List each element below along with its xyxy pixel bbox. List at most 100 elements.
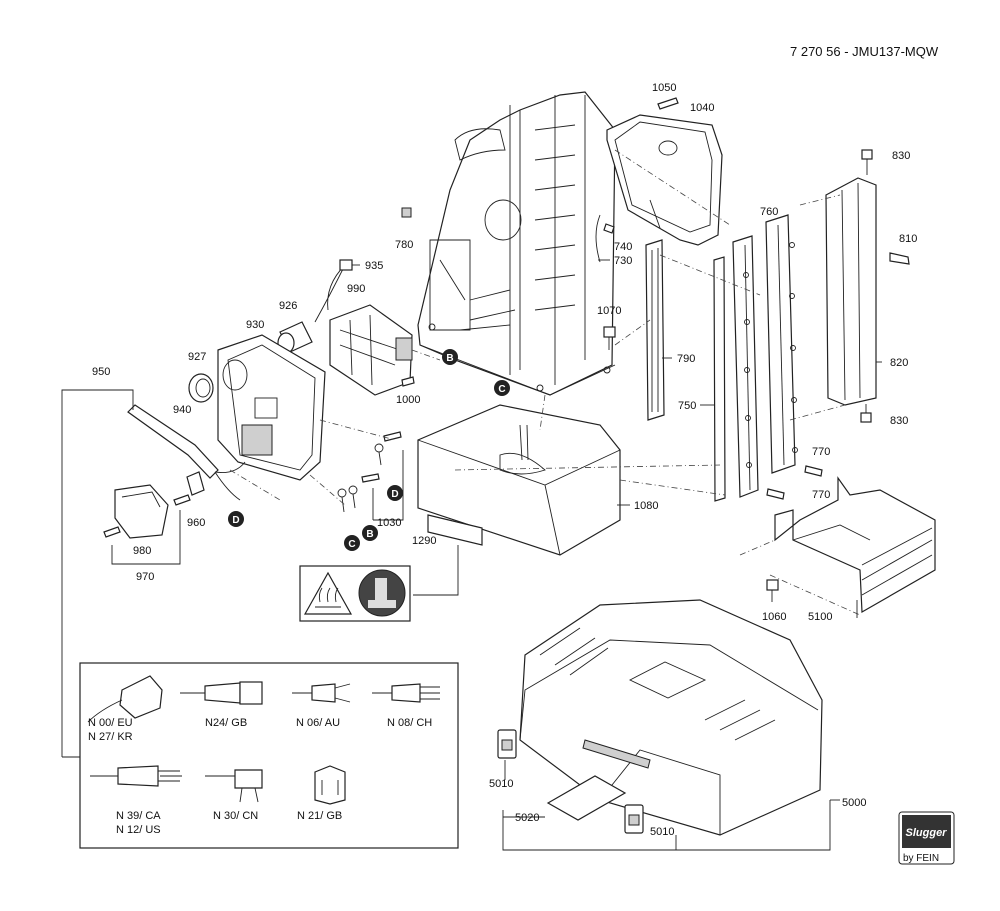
spring-730 bbox=[595, 214, 601, 263]
part-number: 730 bbox=[614, 255, 632, 267]
screw-970-b bbox=[173, 494, 191, 506]
warning-label bbox=[299, 565, 411, 622]
document-id: 7 270 56 - JMU137-MQW bbox=[790, 44, 939, 59]
part-number: 980 bbox=[133, 545, 151, 557]
part-number: 810 bbox=[899, 233, 917, 245]
slide-820 bbox=[825, 177, 877, 406]
rack-790 bbox=[645, 239, 665, 421]
part-number: 770 bbox=[812, 489, 830, 501]
magnet-base-1080 bbox=[417, 404, 621, 556]
part-number: 780 bbox=[395, 239, 413, 251]
cord-940 bbox=[127, 404, 246, 501]
slugger-by-fein-logo bbox=[898, 811, 955, 865]
part-number: 935 bbox=[365, 260, 383, 272]
plug-label: N 12/ US bbox=[116, 824, 161, 836]
svg-text:C: C bbox=[498, 384, 505, 395]
clamp-960 bbox=[186, 471, 205, 496]
plug-ca-us-icon bbox=[90, 765, 182, 787]
callout-c-1: C bbox=[494, 380, 510, 396]
guide-rail-inner bbox=[765, 214, 798, 474]
part-number: 790 bbox=[677, 353, 695, 365]
svg-text:B: B bbox=[366, 529, 373, 540]
plug-label: N 21/ GB bbox=[297, 810, 342, 822]
screw-1000 bbox=[401, 376, 415, 387]
plug-label: N 39/ CA bbox=[116, 810, 161, 822]
plug-cn-icon bbox=[205, 769, 263, 803]
control-housing-930 bbox=[217, 334, 326, 481]
part-number: 740 bbox=[614, 241, 632, 253]
leader-lines bbox=[61, 259, 882, 851]
svg-text:D: D bbox=[391, 489, 398, 500]
strip-750 bbox=[713, 256, 726, 502]
pcb-990 bbox=[329, 304, 413, 396]
plug-label: N 00/ EU bbox=[88, 717, 133, 729]
part-number: 1050 bbox=[652, 82, 676, 94]
part-number: 927 bbox=[188, 351, 206, 363]
part-number: 960 bbox=[187, 517, 205, 529]
plug-label: N 08/ CH bbox=[387, 717, 432, 729]
plug-au-icon bbox=[292, 683, 351, 703]
assembly-lines bbox=[229, 149, 861, 616]
part-number: 940 bbox=[173, 404, 191, 416]
part-number: 750 bbox=[678, 400, 696, 412]
insert-card-5020 bbox=[546, 775, 627, 821]
knob-927 bbox=[188, 373, 214, 403]
part-number: 5100 bbox=[808, 611, 832, 623]
terminals-1030 bbox=[337, 431, 402, 513]
part-number: 970 bbox=[136, 571, 154, 583]
part-labels: 1050 1040 830 810 820 830 760 740 730 78… bbox=[92, 82, 917, 838]
switch-926 bbox=[277, 321, 313, 354]
case-latch-5010-right bbox=[624, 804, 644, 834]
magnet-base-icon bbox=[358, 569, 406, 617]
screw-770-a bbox=[804, 465, 823, 477]
part-number: 820 bbox=[890, 357, 908, 369]
svg-text:B: B bbox=[446, 353, 453, 364]
plug-ch-icon bbox=[372, 683, 440, 703]
part-number: 1290 bbox=[412, 535, 436, 547]
plug-labels: N 00/ EU N 27/ KR N24/ GB N 06/ AU N 08/… bbox=[88, 717, 432, 836]
screw-770-b bbox=[766, 488, 785, 500]
screw-740 bbox=[603, 223, 615, 234]
stand-casting bbox=[417, 91, 616, 396]
screw-830-bottom bbox=[860, 404, 872, 423]
plug-780 bbox=[401, 207, 412, 218]
screw-1070 bbox=[603, 326, 616, 350]
part-number: 760 bbox=[760, 206, 778, 218]
part-number: 1040 bbox=[690, 102, 714, 114]
screw-1050 bbox=[657, 97, 679, 110]
part-number: 950 bbox=[92, 366, 110, 378]
logo-brand: Slugger bbox=[906, 827, 948, 839]
part-number: 830 bbox=[892, 150, 910, 162]
callout-d-2: D bbox=[387, 485, 403, 501]
hot-surface-warning-icon bbox=[303, 571, 353, 615]
plug-gb21-icon bbox=[314, 765, 346, 805]
screw-970-a bbox=[103, 526, 121, 538]
callout-c-2: C bbox=[344, 535, 360, 551]
part-number: 926 bbox=[279, 300, 297, 312]
part-number: 1030 bbox=[377, 517, 401, 529]
callout-b-1: B bbox=[442, 349, 458, 365]
logo-byline: by FEIN bbox=[903, 853, 939, 864]
plug-label: N 27/ KR bbox=[88, 731, 133, 743]
part-number: 5010 bbox=[650, 826, 674, 838]
screw-810 bbox=[889, 252, 910, 265]
guide-rail-760 bbox=[732, 235, 759, 498]
svg-text:C: C bbox=[348, 539, 355, 550]
part-number: 830 bbox=[890, 415, 908, 427]
part-number: 990 bbox=[347, 283, 365, 295]
case-latch-5010-left bbox=[497, 729, 517, 759]
plug-label: N 06/ AU bbox=[296, 717, 340, 729]
part-number: 5010 bbox=[489, 778, 513, 790]
plug-gb24-icon bbox=[180, 681, 263, 705]
screw-1060 bbox=[766, 579, 779, 602]
plug-eu-icon bbox=[87, 675, 163, 723]
part-number: 1080 bbox=[634, 500, 658, 512]
chip-guard-5100 bbox=[774, 476, 936, 614]
plug-label: N24/ GB bbox=[205, 717, 247, 729]
callout-d-1: D bbox=[228, 511, 244, 527]
label-1290 bbox=[427, 514, 483, 546]
part-number: 930 bbox=[246, 319, 264, 331]
callout-b-2: B bbox=[362, 525, 378, 541]
screw-830-top bbox=[861, 149, 873, 175]
